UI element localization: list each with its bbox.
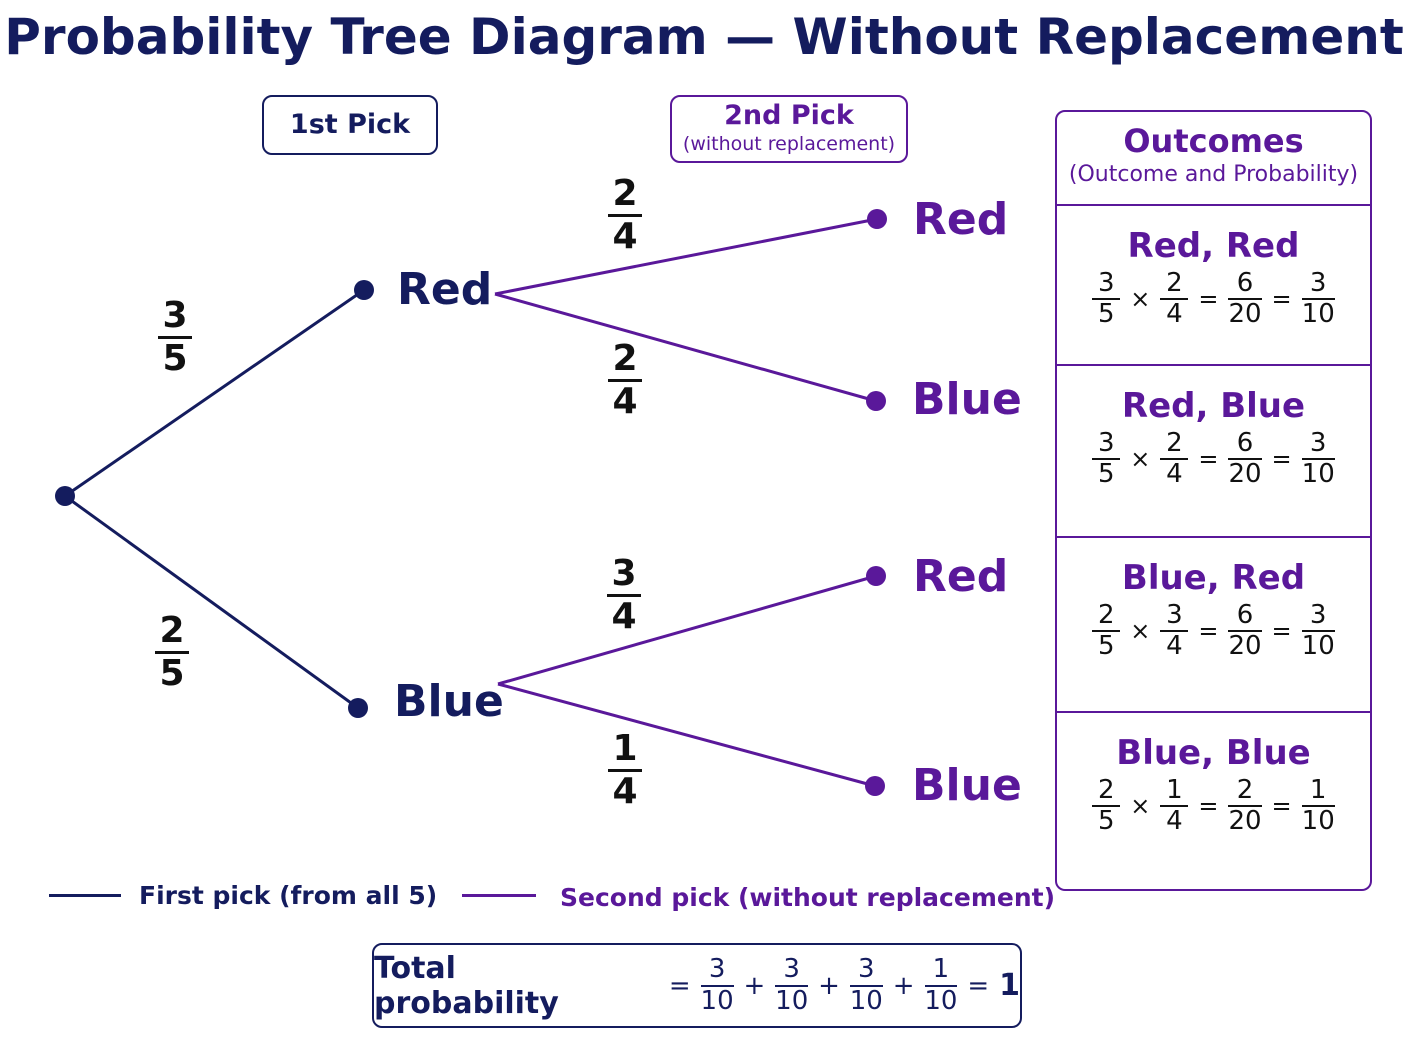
node-blue-red	[866, 566, 886, 586]
equals-sign: =	[1271, 285, 1292, 314]
outcomes-subtitle: (Outcome and Probability)	[1068, 162, 1359, 187]
plus-sign: +	[892, 970, 915, 1001]
equals-sign: =	[1198, 792, 1219, 821]
node-red-1	[354, 280, 374, 300]
branch-red-red	[494, 217, 878, 296]
second-pick-header: 2nd Pick (without replacement)	[670, 95, 908, 163]
branch-blue-blue	[497, 682, 876, 788]
outcome-label: Red, Red	[1127, 226, 1300, 266]
branch-root-blue	[64, 494, 359, 710]
node-blue-blue	[865, 776, 885, 796]
outcomes-title: Outcomes	[1123, 122, 1304, 160]
equals-sign: =	[1198, 445, 1219, 474]
legend-first-pick-label: First pick (from all 5)	[139, 881, 438, 910]
node-red-red	[867, 209, 887, 229]
node-label-red-1: Red	[397, 264, 493, 315]
tree-diagram	[55, 209, 887, 796]
node-blue-1	[348, 698, 368, 718]
total-probability-result: 1	[999, 968, 1020, 1003]
branch-blue-red	[497, 574, 877, 686]
times-sign: ×	[1130, 792, 1151, 821]
equals-sign: =	[1271, 617, 1292, 646]
legend-second-pick-label: Second pick (without replacement)	[560, 883, 1056, 912]
legend-first-pick-line	[49, 894, 121, 897]
times-sign: ×	[1130, 285, 1151, 314]
branch-root-red	[64, 288, 365, 498]
first-pick-header: 1st Pick	[262, 95, 438, 155]
second-pick-header-title: 2nd Pick	[724, 100, 854, 131]
outcome-label: Red, Blue	[1121, 386, 1306, 426]
outcome-label: Blue, Blue	[1116, 733, 1311, 773]
branch-red-blue	[494, 292, 877, 403]
outcomes-table: Outcomes (Outcome and Probability) Red, …	[1055, 110, 1372, 891]
legend-second-pick-line	[462, 894, 536, 897]
equals-sign: =	[967, 970, 990, 1001]
equals-sign: =	[1198, 617, 1219, 646]
outcomes-header: Outcomes (Outcome and Probability)	[1057, 112, 1370, 204]
root-node	[55, 486, 75, 506]
times-sign: ×	[1130, 617, 1151, 646]
node-red-blue	[866, 391, 886, 411]
node-label-blue-red: Red	[913, 551, 1009, 602]
equals-sign: =	[1271, 792, 1292, 821]
equals-sign: =	[1198, 285, 1219, 314]
page-title: Probability Tree Diagram — Without Repla…	[4, 8, 1404, 66]
total-probability-label: Total probability	[374, 950, 559, 1021]
equals-sign: =	[1271, 445, 1292, 474]
plus-sign: +	[818, 970, 840, 1001]
second-pick-header-subtitle: (without replacement)	[682, 133, 896, 155]
equals-sign: =	[668, 970, 691, 1001]
node-label-red-red: Red	[913, 194, 1009, 245]
node-label-red-blue: Blue	[912, 374, 1022, 425]
plus-sign: +	[743, 970, 766, 1001]
node-label-blue-1: Blue	[394, 676, 504, 727]
node-label-blue-blue: Blue	[912, 760, 1022, 811]
outcome-label: Blue, Red	[1121, 558, 1306, 598]
times-sign: ×	[1130, 445, 1151, 474]
